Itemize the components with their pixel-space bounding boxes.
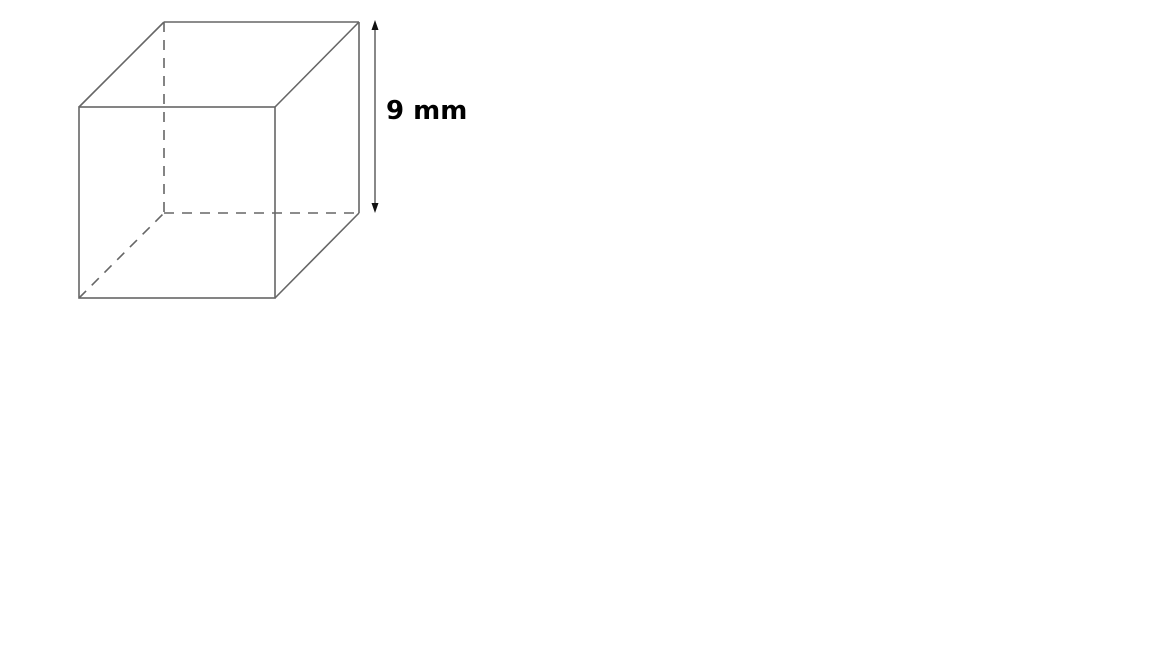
cube-edge-top-right-diagonal: [274, 21, 360, 108]
height-dimension-label: 9 mm: [386, 96, 467, 126]
cube-edge-bottom-right-diagonal: [274, 212, 360, 299]
arrow-up-icon: [371, 20, 379, 30]
arrow-down-icon: [371, 203, 379, 213]
cube-front-face: [78, 106, 276, 299]
cube-hidden-edge-bottom-diagonal: [78, 212, 165, 299]
cube-edge-top-left-diagonal: [78, 21, 165, 108]
